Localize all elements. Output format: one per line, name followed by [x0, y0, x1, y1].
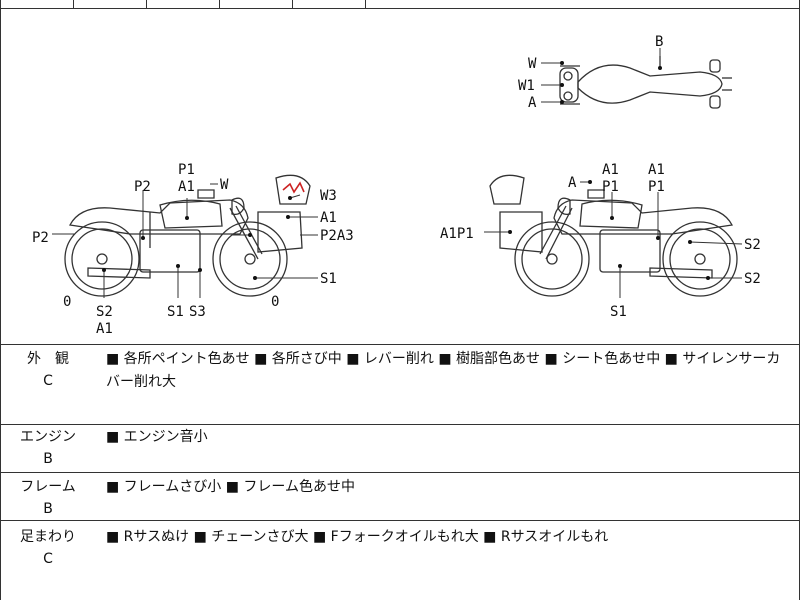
label-a1: A1: [602, 162, 619, 178]
top-view-motorcycle: [559, 56, 732, 109]
label-s1: S1: [167, 304, 184, 320]
label-w: W: [220, 177, 229, 193]
header-divider: [365, 0, 366, 8]
label-a: A: [568, 175, 577, 191]
row-appearance-category: 外 観 C: [8, 348, 88, 392]
header-bottom-border: [0, 8, 800, 9]
header-divider: [292, 0, 293, 8]
label-a1p1: A1P1: [440, 226, 474, 242]
label-0: 0: [271, 294, 279, 310]
row-suspension-items: ■ Rサスぬけ ■ チェーンさび大 ■ Fフォークオイルもれ大 ■ Rサスオイル…: [106, 529, 609, 545]
damage-diagram: W W1 A B P1 A1 W P2 W3 A1 P2 P2A3 S1 0 S…: [0, 8, 800, 344]
grade-label: B: [43, 501, 53, 517]
label-p1: P1: [602, 179, 619, 195]
label-a1: A1: [178, 179, 195, 195]
row-suspension-category: 足まわり C: [8, 526, 88, 570]
grade-label: C: [43, 551, 53, 567]
row-divider: [0, 424, 800, 425]
category-label: フレーム: [20, 479, 76, 495]
left-side-motorcycle: [64, 174, 311, 297]
label-a1: A1: [320, 210, 337, 226]
category-label: 足まわり: [20, 529, 76, 545]
grade-label: B: [43, 451, 53, 467]
label-a1: A1: [648, 162, 665, 178]
damage-mark: [282, 181, 305, 194]
label-w: W: [528, 56, 537, 72]
label-s2: S2: [96, 304, 113, 320]
label-p1: P1: [648, 179, 665, 195]
category-label: エンジン: [20, 429, 76, 445]
label-s1: S1: [320, 271, 337, 287]
label-s2: S2: [744, 271, 761, 287]
header-divider: [146, 0, 147, 8]
motorcycle-diagram: W W1 A B P1 A1 W P2 W3 A1 P2 P2A3 S1 0 S…: [32, 34, 761, 337]
row-appearance-items: ■ 各所ペイント色あせ ■ 各所さび中 ■ レバー削れ ■ 樹脂部色あせ ■ シ…: [106, 351, 781, 390]
header-divider: [219, 0, 220, 8]
category-label: 外 観: [27, 351, 69, 367]
label-w3: W3: [320, 188, 337, 204]
row-engine-category: エンジン B: [8, 426, 88, 470]
label-p1: P1: [178, 162, 195, 178]
label-s3: S3: [189, 304, 206, 320]
label-p2: P2: [32, 230, 49, 246]
label-b: B: [655, 34, 663, 50]
label-0: 0: [63, 294, 71, 310]
header-divider: [73, 0, 74, 8]
grade-label: C: [43, 373, 53, 389]
label-a1: A1: [96, 321, 113, 337]
row-divider: [0, 520, 800, 521]
row-frame-category: フレーム B: [8, 476, 88, 520]
left-border: [0, 0, 1, 600]
label-p2a3: P2A3: [320, 228, 354, 244]
row-engine-items: ■ エンジン音小: [106, 429, 208, 445]
label-s1: S1: [610, 304, 627, 320]
label-a: A: [528, 95, 537, 111]
label-s2: S2: [744, 237, 761, 253]
row-frame-items: ■ フレームさび小 ■ フレーム色あせ中: [106, 479, 355, 495]
label-p2: P2: [134, 179, 151, 195]
label-w1: W1: [518, 78, 535, 94]
row-divider: [0, 472, 800, 473]
table-top-border: [0, 344, 800, 345]
